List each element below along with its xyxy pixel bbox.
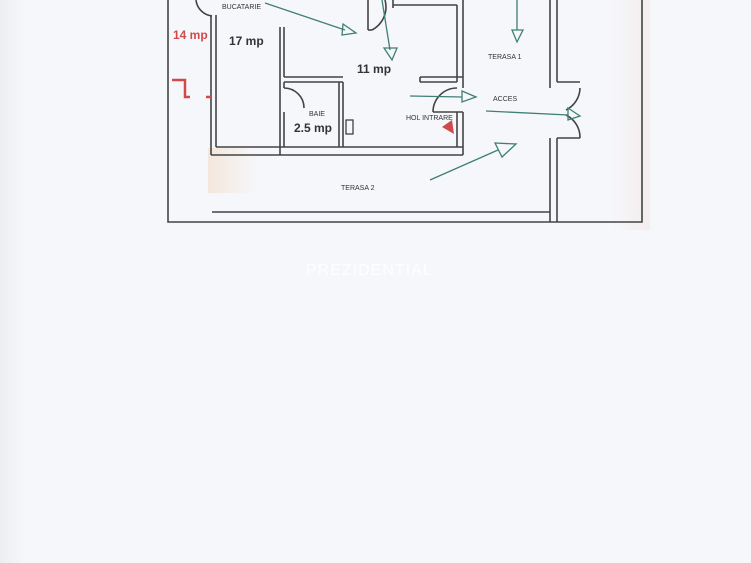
toilet-icon (345, 119, 354, 135)
hall-label: HOL INTRARE (406, 115, 453, 122)
door-swing (432, 87, 458, 113)
arrow-head (341, 22, 358, 36)
arrow (409, 95, 463, 98)
watermark: PREZIDENTIAL (306, 262, 433, 279)
access-arrows (264, 0, 582, 181)
red-marker (172, 78, 190, 99)
arrow (264, 2, 346, 31)
terrace2-label: TERASA 2 (341, 185, 375, 192)
left-room-area: 14 mp (173, 28, 208, 42)
door-swing (283, 87, 305, 109)
arrow (429, 149, 499, 181)
outer-border (167, 0, 643, 223)
arrow-head (493, 142, 518, 159)
door-swing (195, 0, 213, 17)
arrow-head (511, 29, 525, 44)
arrow-head (567, 106, 582, 121)
door-swing (371, 0, 387, 31)
door-swing (565, 87, 581, 111)
access-label: ACCES (493, 96, 517, 103)
kitchen-label: BUCATARIE (222, 4, 261, 11)
arrow-head (461, 90, 478, 103)
arrow-head (382, 47, 398, 62)
kitchen-area: 17 mp (229, 34, 264, 48)
walls (167, 0, 643, 223)
red-triangle-marker (442, 120, 454, 134)
bath-area: 2.5 mp (294, 121, 332, 135)
terrace1-label: TERASA 1 (488, 54, 522, 61)
arrow (485, 110, 569, 116)
scan-edge-shadow (0, 0, 24, 563)
bath-label: BAIE (309, 111, 325, 118)
living-area: 11 mp (357, 62, 391, 76)
scan-stain-right (610, 0, 650, 230)
arrow (381, 0, 391, 51)
